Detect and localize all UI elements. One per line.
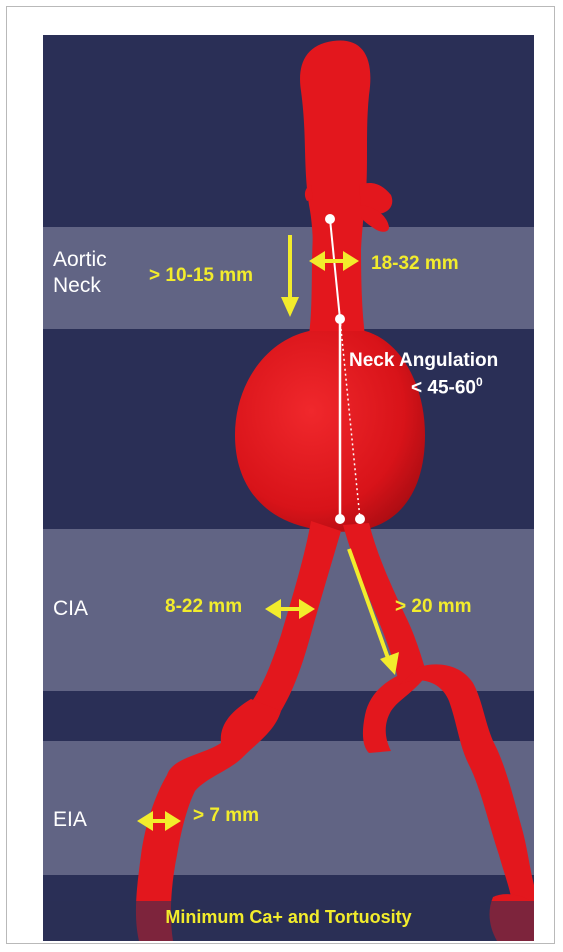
aorta-diagram: Aortic Neck CIA EIA > 10-15 mm 18-32 mm … [43,35,534,941]
neck-angulation-value-text: < 45-60 [411,377,476,398]
guide-point-mid [335,314,345,324]
cia-length-label: > 20 mm [395,596,472,618]
region-label-aortic-neck: Aortic Neck [53,247,107,299]
figure-frame: Aortic Neck CIA EIA > 10-15 mm 18-32 mm … [6,6,555,944]
region-label-cia: CIA [53,596,88,622]
footer-caption: Minimum Ca+ and Tortuosity [43,907,534,928]
neck-length-label: > 10-15 mm [149,265,253,287]
guide-point-bottom [335,514,345,524]
guide-point-top [325,214,335,224]
diagram-graphics [43,35,534,941]
cia-diameter-label: 8-22 mm [165,596,242,618]
region-label-neck: Neck [53,273,107,299]
eia-diameter-label: > 7 mm [193,805,259,827]
guide-point-bottom-right [355,514,365,524]
neck-angulation-value: < 45-600 [411,375,483,399]
band-eia [43,741,534,875]
neck-angulation-title: Neck Angulation [349,350,498,372]
neck-angulation-unit: 0 [476,375,483,389]
region-label-eia: EIA [53,807,87,833]
region-label-aortic: Aortic [53,247,107,273]
neck-diameter-label: 18-32 mm [371,253,459,275]
